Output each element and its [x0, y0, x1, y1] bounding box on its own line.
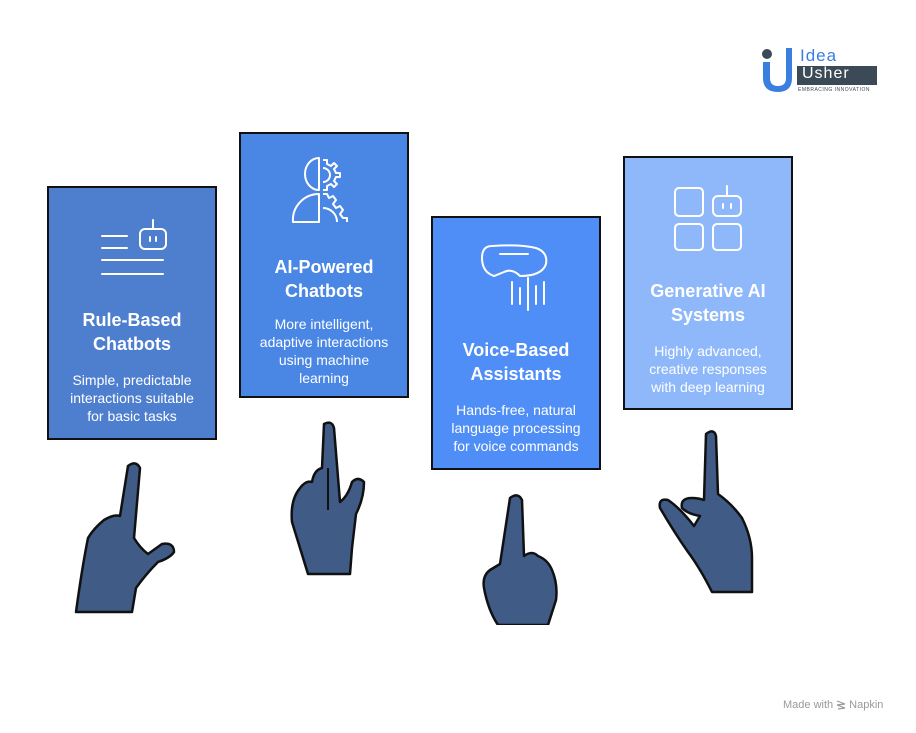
card-desc-line3: for voice commands — [453, 438, 579, 454]
made-with-napkin: Made with Napkin — [783, 699, 883, 711]
card-rule-based: Rule-Based Chatbots Simple, predictable … — [47, 186, 217, 440]
head-gears-icon — [241, 156, 407, 228]
card-title-line1: Rule-Based — [82, 310, 182, 330]
card-title-line2: Assistants — [470, 364, 562, 384]
made-with-label: Made with — [783, 699, 834, 711]
card-desc-line1: Hands-free, natural — [456, 402, 576, 418]
logo-u-icon — [762, 48, 877, 92]
card-desc-line3: for basic tasks — [87, 408, 177, 424]
card-desc-line4: learning — [299, 370, 349, 386]
card-desc-line2: creative responses — [649, 361, 767, 377]
card-title-line1: Generative AI — [650, 281, 766, 301]
robot-chat-lines-icon — [49, 216, 215, 280]
card-desc-line1: Simple, predictable — [72, 372, 192, 388]
card-desc-line2: language processing — [451, 420, 581, 436]
card-generative-ai: Generative AI Systems Highly advanced, c… — [623, 156, 793, 410]
idea-usher-logo: Idea Usher EMBRACING INNOVATION — [760, 46, 880, 96]
logo-text-idea: Idea — [800, 46, 838, 65]
logo-tagline: EMBRACING INNOVATION — [798, 87, 871, 93]
napkin-logo-icon — [836, 700, 846, 710]
card-desc-line2: interactions suitable — [70, 390, 194, 406]
card-ai-powered: AI-Powered Chatbots More intelligent, ad… — [239, 132, 409, 398]
pointing-hand-icon-2 — [290, 421, 366, 576]
card-title-line2: Chatbots — [285, 281, 363, 301]
grid-robot-icon — [625, 184, 791, 252]
card-desc-line3: using machine — [278, 352, 370, 368]
card-desc-line2: adaptive interactions — [259, 334, 389, 350]
card-desc-line1: Highly advanced, — [654, 343, 762, 359]
voice-bubble-icon — [433, 242, 599, 312]
card-title-line1: AI-Powered — [274, 257, 374, 277]
pointing-hand-icon-1 — [74, 462, 176, 614]
pointing-hand-icon-3 — [482, 494, 558, 625]
card-desc-line1: More intelligent, — [274, 316, 374, 332]
pointing-hand-icon-4 — [658, 430, 754, 594]
logo-text-usher: Usher — [802, 65, 850, 82]
card-title-line2: Systems — [670, 305, 746, 325]
card-title-line2: Chatbots — [93, 334, 171, 354]
card-voice-based: Voice-Based Assistants Hands-free, natur… — [431, 216, 601, 470]
napkin-brand: Napkin — [849, 699, 884, 711]
card-desc-line3: with deep learning — [651, 379, 765, 395]
card-title-line1: Voice-Based — [462, 340, 570, 360]
